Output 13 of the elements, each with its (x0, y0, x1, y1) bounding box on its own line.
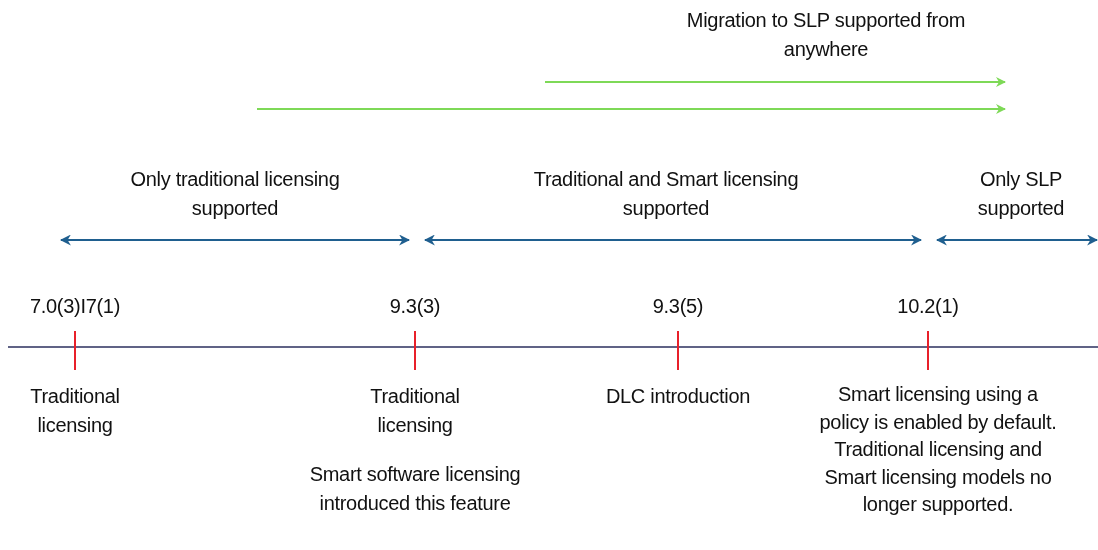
milestone-note: Smart software licensing introduced this feature (308, 462, 522, 516)
range-label: Only SLP supported (976, 167, 1066, 221)
version-label: 9.3(5) (651, 294, 705, 319)
milestone-description: Traditional licensing (29, 384, 121, 438)
milestone-description: DLC introduction (604, 384, 752, 409)
range-label: Traditional and Smart licensing supported (532, 167, 800, 221)
annotation-text: Migration to SLP supported from anywhere (685, 8, 967, 62)
milestone-description: Traditional licensing (369, 384, 461, 438)
version-label: 7.0(3)I7(1) (28, 294, 122, 319)
range-label: Only traditional licensing supported (129, 167, 341, 221)
version-label: 10.2(1) (896, 294, 960, 319)
milestone-description: Smart licensing using a policy is enabled by default. Traditional licensing and Smart licensing models no longer supported. (818, 382, 1058, 517)
version-label: 9.3(3) (388, 294, 442, 319)
